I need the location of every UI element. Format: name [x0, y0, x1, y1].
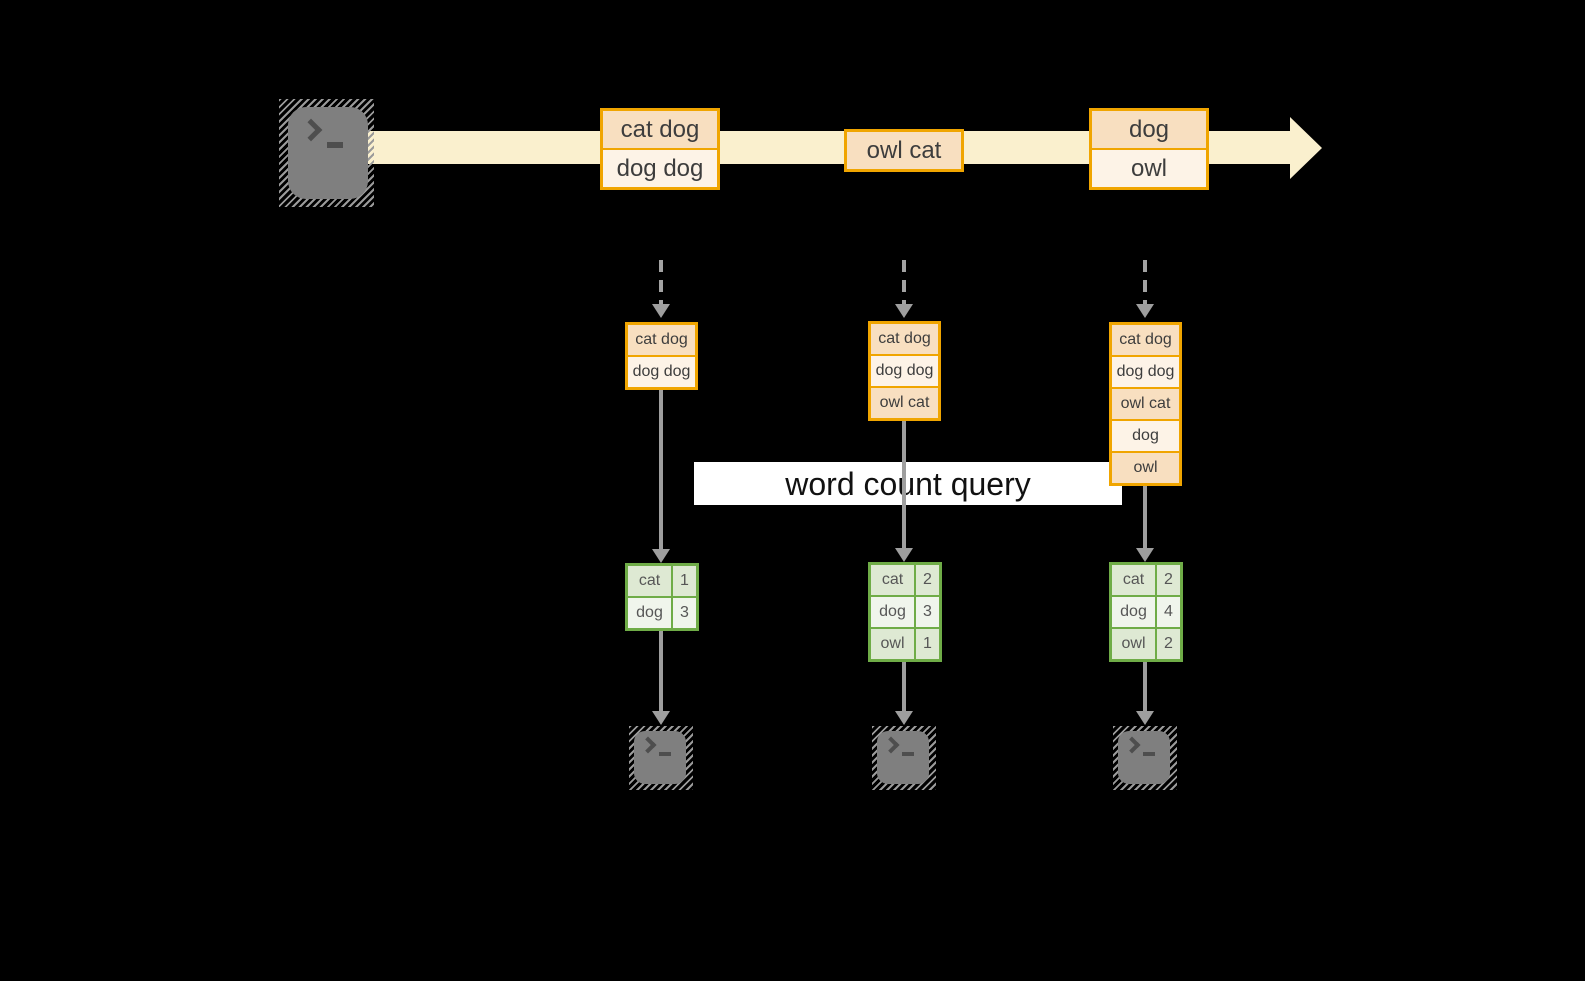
count-table-3: cat 2 dog 4 owl 2 [1109, 562, 1183, 662]
count-cell: 4 [1157, 597, 1180, 627]
buffered-record: dog dog [871, 354, 938, 386]
terminal-icon [288, 107, 368, 199]
table-row: cat 1 [628, 566, 696, 596]
terminal-icon [634, 731, 686, 784]
table-row: cat 2 [871, 565, 939, 595]
arrow-line [659, 630, 663, 711]
buffered-record: dog dog [628, 355, 695, 387]
terminal-cursor-icon [1143, 752, 1155, 756]
count-table-1: cat 1 dog 3 [625, 563, 699, 631]
word-cell: owl [1112, 629, 1157, 659]
word-cell: cat [871, 565, 916, 595]
table-row: dog 4 [1112, 595, 1180, 627]
buffered-record: owl cat [871, 386, 938, 418]
terminal-cursor-icon [659, 752, 671, 756]
buffered-records-2: cat dog dog dog owl cat [868, 321, 941, 421]
stream-event-box-3: dog owl [1089, 108, 1209, 190]
stream-record: dog dog [603, 148, 717, 187]
buffered-records-3: cat dog dog dog owl cat dog owl [1109, 322, 1182, 486]
table-row: dog 3 [628, 596, 696, 628]
count-cell: 1 [916, 629, 939, 659]
count-cell: 2 [916, 565, 939, 595]
arrow-line [1143, 485, 1147, 548]
count-cell: 1 [673, 566, 696, 596]
word-cell: owl [871, 629, 916, 659]
dashed-arrow-line [659, 260, 663, 306]
stream-arrowhead-icon [1290, 117, 1322, 179]
terminal-icon [877, 731, 929, 784]
arrowhead-icon [1136, 304, 1154, 318]
word-cell: dog [871, 597, 916, 627]
count-table-2: cat 2 dog 3 owl 1 [868, 562, 942, 662]
dashed-arrow-line [902, 260, 906, 306]
dashed-arrow-line [1143, 260, 1147, 306]
count-cell: 3 [916, 597, 939, 627]
count-cell: 3 [673, 598, 696, 628]
arrowhead-icon [652, 304, 670, 318]
arrowhead-icon [895, 304, 913, 318]
stream-record: owl cat [847, 132, 961, 169]
arrow-line [659, 389, 663, 549]
buffered-record: cat dog [871, 324, 938, 354]
terminal-cursor-icon [902, 752, 914, 756]
arrowhead-icon [1136, 711, 1154, 725]
buffered-record: cat dog [1112, 325, 1179, 355]
arrow-line [1143, 661, 1147, 711]
buffered-record: owl cat [1112, 387, 1179, 419]
arrowhead-icon [652, 549, 670, 563]
arrowhead-icon [895, 711, 913, 725]
stream-event-box-2: owl cat [844, 129, 964, 172]
word-cell: dog [1112, 597, 1157, 627]
terminal-icon [1118, 731, 1170, 784]
buffered-record: dog [1112, 419, 1179, 451]
buffered-record: cat dog [628, 325, 695, 355]
word-cell: cat [1112, 565, 1157, 595]
stream-record: dog [1092, 111, 1206, 148]
buffered-record: owl [1112, 451, 1179, 483]
query-label: word count query [694, 462, 1122, 505]
terminal-cursor-icon [327, 142, 343, 148]
table-row: owl 2 [1112, 627, 1180, 659]
table-row: cat 2 [1112, 565, 1180, 595]
count-cell: 2 [1157, 629, 1180, 659]
stream-record: cat dog [603, 111, 717, 148]
table-row: dog 3 [871, 595, 939, 627]
table-row: owl 1 [871, 627, 939, 659]
arrow-line [902, 420, 906, 548]
word-cell: dog [628, 598, 673, 628]
buffered-record: dog dog [1112, 355, 1179, 387]
stream-event-box-1: cat dog dog dog [600, 108, 720, 190]
count-cell: 2 [1157, 565, 1180, 595]
buffered-records-1: cat dog dog dog [625, 322, 698, 390]
arrow-line [902, 661, 906, 711]
arrowhead-icon [652, 711, 670, 725]
stream-record: owl [1092, 148, 1206, 187]
word-cell: cat [628, 566, 673, 596]
arrowhead-icon [895, 548, 913, 562]
arrowhead-icon [1136, 548, 1154, 562]
